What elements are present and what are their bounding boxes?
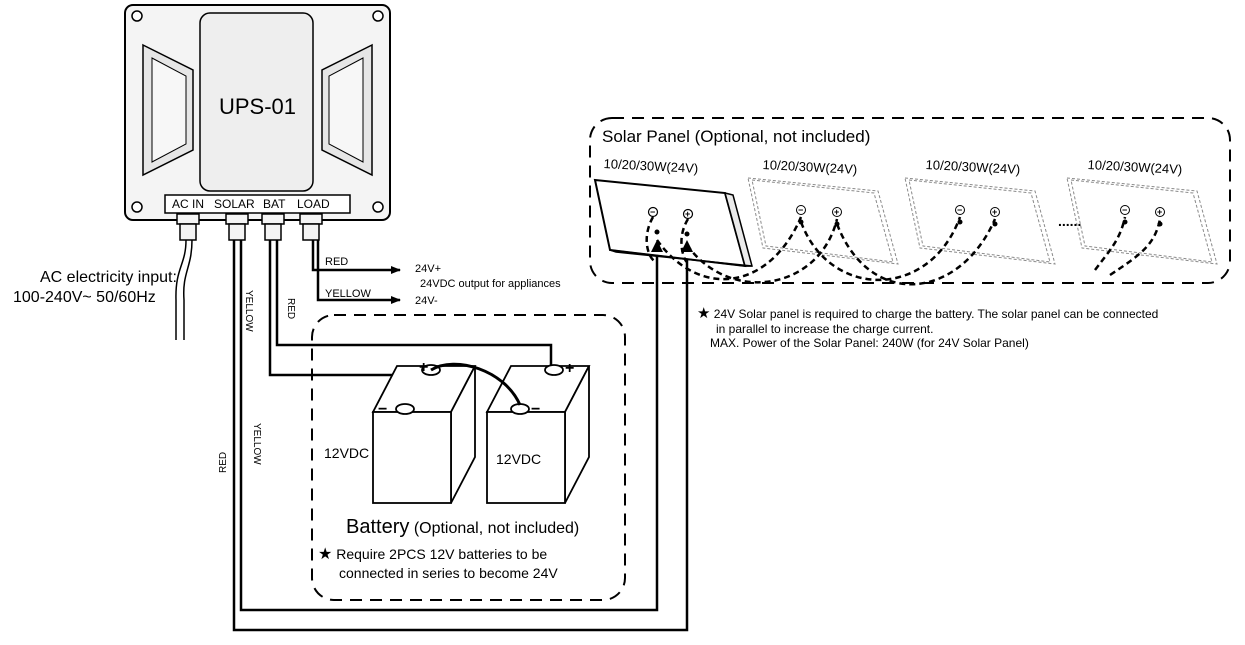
solar-red-wire-label: RED bbox=[218, 451, 229, 473]
svg-text:+: + bbox=[685, 209, 690, 219]
ac-cable bbox=[175, 239, 187, 340]
battery-title-main: Battery bbox=[346, 516, 410, 538]
bat-red-wire-label: RED bbox=[285, 298, 296, 320]
solar-yellow-wire-label: YELLOW bbox=[251, 423, 262, 465]
series-link-wire bbox=[430, 362, 522, 406]
bat-yellow-wire-label: YELLOW bbox=[243, 290, 254, 332]
battery-left bbox=[371, 364, 477, 504]
solar-panel-1: − + bbox=[593, 178, 753, 268]
svg-text:+: + bbox=[1157, 207, 1162, 217]
solar-panel-n bbox=[1066, 177, 1218, 265]
cable-glands bbox=[176, 213, 323, 241]
svg-text:+: + bbox=[565, 360, 574, 377]
solar-panel-ellipsis: ...... bbox=[1058, 213, 1082, 229]
svg-text:+: + bbox=[992, 207, 997, 217]
svg-text:+: + bbox=[419, 359, 428, 376]
svg-text:−: − bbox=[957, 205, 962, 215]
svg-text:−: − bbox=[798, 205, 803, 215]
battery-note-text-1: Require 2PCS 12V batteries to be bbox=[336, 546, 548, 562]
svg-text:−: − bbox=[650, 207, 655, 217]
port-label-ac-in: AC IN bbox=[172, 197, 205, 211]
battery-right-voltage: 12VDC bbox=[496, 451, 542, 467]
battery-terminal-signs: + − + − bbox=[378, 359, 574, 418]
load-red-label: RED bbox=[325, 256, 349, 268]
solar-feed-arrows bbox=[651, 240, 693, 252]
ac-input-label-line2: 100-240V~ 50/60Hz bbox=[13, 289, 156, 306]
battery-title-sub: (Optional, not included) bbox=[413, 520, 580, 537]
load-output-note: 24VDC output for appliances bbox=[420, 278, 561, 290]
ac-input-label-line1: AC electricity input: bbox=[40, 269, 177, 286]
wires bbox=[232, 240, 689, 632]
solar-note-line2: in parallel to increase the charge curre… bbox=[716, 322, 934, 336]
svg-text:−: − bbox=[1122, 205, 1127, 215]
solar-note-line1: ★ 24V Solar panel is required to charge … bbox=[697, 306, 1158, 321]
solar-wire-dots bbox=[654, 219, 1163, 237]
star-icon: ★ bbox=[697, 304, 711, 322]
battery-right bbox=[485, 364, 591, 504]
solar-note-line3: MAX. Power of the Solar Panel: 240W (for… bbox=[710, 336, 1029, 350]
solar-zone-title: Solar Panel (Optional, not included) bbox=[602, 127, 871, 146]
battery-note-line2: connected in series to become 24V bbox=[339, 565, 558, 581]
load-plus-label: 24V+ bbox=[415, 263, 441, 275]
battery-zone-outline bbox=[311, 314, 626, 601]
solar-panel-3 bbox=[904, 177, 1056, 265]
ups-enclosure bbox=[124, 4, 391, 221]
port-label-bat: BAT bbox=[263, 197, 286, 211]
solar-panel-2 bbox=[747, 177, 899, 265]
svg-text:−: − bbox=[531, 401, 540, 418]
svg-text:−: − bbox=[378, 401, 387, 418]
port-label-solar: SOLAR bbox=[214, 197, 255, 211]
battery-note-line1: ★ Require 2PCS 12V batteries to be bbox=[318, 546, 547, 562]
battery-title: Battery (Optional, not included) bbox=[346, 517, 579, 537]
battery-left-voltage: 12VDC bbox=[324, 445, 370, 461]
load-yellow-label: YELLOW bbox=[325, 288, 371, 300]
star-icon: ★ bbox=[318, 544, 333, 563]
load-minus-label: 24V- bbox=[415, 295, 438, 307]
ups-model-label: UPS-01 bbox=[219, 94, 297, 119]
solar-note-text-1: 24V Solar panel is required to charge th… bbox=[713, 307, 1159, 321]
solar-panel-terminal-signs: − + − + − + bbox=[798, 205, 1162, 217]
svg-text:+: + bbox=[834, 207, 839, 217]
port-label-load: LOAD bbox=[297, 197, 330, 211]
